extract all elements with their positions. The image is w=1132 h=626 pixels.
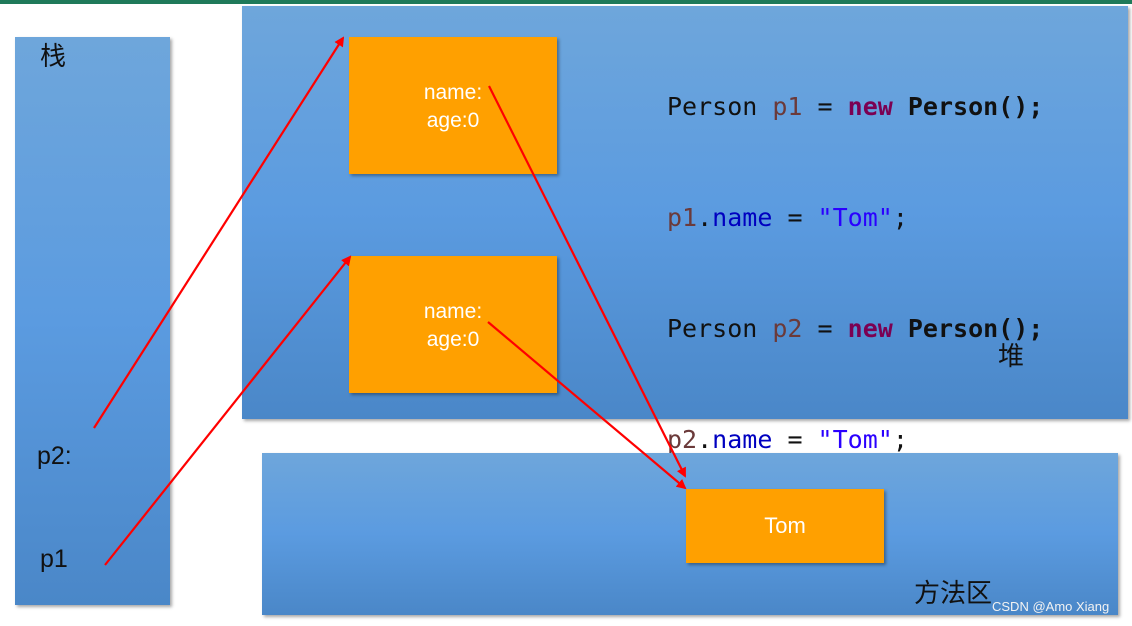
code-string: "Tom" — [817, 203, 893, 232]
code-line-2: p1.name = "Tom"; — [667, 199, 1043, 236]
heap-object-p2: name: age:0 — [349, 256, 557, 393]
top-accent-bar — [0, 0, 1132, 4]
code-op: = — [772, 203, 818, 232]
object-age-field: age:0 — [426, 328, 480, 351]
object-name-field: name: — [423, 300, 483, 323]
heap-label: 堆 — [998, 342, 1025, 372]
code-line-3: Person p2 = new Person(); — [667, 310, 1043, 347]
code-op: = — [802, 314, 848, 343]
code-var: p1 — [667, 203, 698, 232]
stack-region — [15, 37, 170, 605]
code-field: name — [712, 203, 773, 232]
code-op: = — [802, 92, 848, 121]
code-dot: . — [697, 203, 713, 232]
code-keyword: new — [847, 92, 893, 121]
code-field: name — [712, 425, 773, 454]
code-string: "Tom" — [817, 425, 893, 454]
object-age-field: age:0 — [426, 109, 480, 132]
code-ctor: Person(); — [907, 314, 1044, 343]
stack-var-p2: p2: — [37, 442, 72, 470]
code-type: Person — [667, 92, 758, 121]
code-line-4: p2.name = "Tom"; — [667, 421, 1043, 458]
method-area-label: 方法区 — [914, 579, 993, 609]
code-snippet: Person p1 = new Person(); p1.name = "Tom… — [667, 14, 1043, 532]
code-line-1: Person p1 = new Person(); — [667, 88, 1043, 125]
code-end: ; — [892, 425, 908, 454]
code-ctor: Person(); — [907, 92, 1044, 121]
heap-object-p1: name: age:0 — [349, 37, 557, 174]
code-op: = — [772, 425, 818, 454]
watermark: CSDN @Amo Xiang — [992, 599, 1110, 614]
code-end: ; — [892, 203, 908, 232]
code-var: p1 — [772, 92, 803, 121]
string-literal-tom: Tom — [686, 489, 884, 563]
object-name-field: name: — [423, 81, 483, 104]
code-keyword: new — [847, 314, 893, 343]
stack-var-p1: p1 — [40, 545, 68, 573]
code-type: Person — [667, 314, 758, 343]
code-var: p2 — [772, 314, 803, 343]
code-var: p2 — [667, 425, 698, 454]
stack-label: 栈 — [40, 42, 67, 72]
code-dot: . — [697, 425, 713, 454]
